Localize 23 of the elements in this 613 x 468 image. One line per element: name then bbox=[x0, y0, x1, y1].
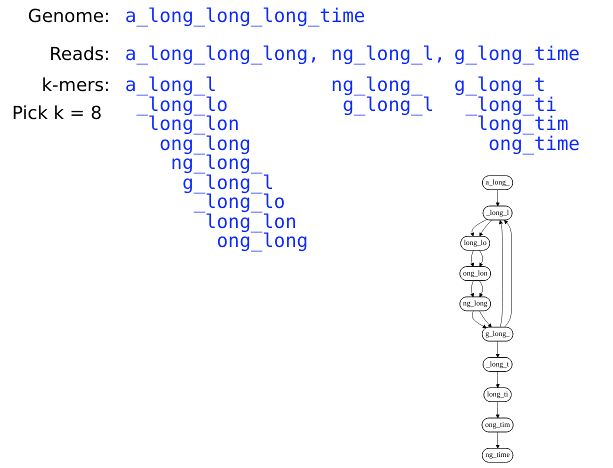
sequence-text: _long_lo bbox=[194, 193, 286, 212]
sequence-text: a_long_long_long_time bbox=[125, 7, 366, 26]
sequence-text: ng_long_ bbox=[170, 154, 262, 173]
sequence-text: ong_long bbox=[159, 134, 251, 154]
sequence-text: g_long_t bbox=[454, 76, 546, 95]
sequence-text: long_lon bbox=[148, 115, 240, 134]
sequence-text: ong_time bbox=[488, 134, 580, 154]
row-heading: k-mers: bbox=[42, 77, 110, 95]
sequence-text: long_lon bbox=[205, 212, 297, 232]
sequence-text: long_tim bbox=[476, 115, 568, 134]
row-heading: Reads: bbox=[49, 46, 110, 64]
sequence-text: ng_long_l, bbox=[331, 45, 446, 64]
sequence-text: a_long_l bbox=[125, 76, 217, 95]
sequence-text: a_long_long_long, bbox=[125, 45, 320, 64]
row-heading: Pick k = 8 bbox=[12, 105, 102, 123]
sequence-text: ng_long_ bbox=[331, 76, 423, 95]
sequence-text: _long_lo bbox=[136, 96, 228, 114]
sequence-text: g_long_time bbox=[454, 45, 580, 64]
row-heading: Genome: bbox=[28, 8, 110, 26]
sequence-text: ong_long bbox=[216, 232, 308, 251]
sequence-text: _long_ti bbox=[465, 96, 557, 114]
sequence-text: g_long_l bbox=[182, 174, 274, 192]
sequence-text: g_long_l bbox=[342, 96, 434, 114]
